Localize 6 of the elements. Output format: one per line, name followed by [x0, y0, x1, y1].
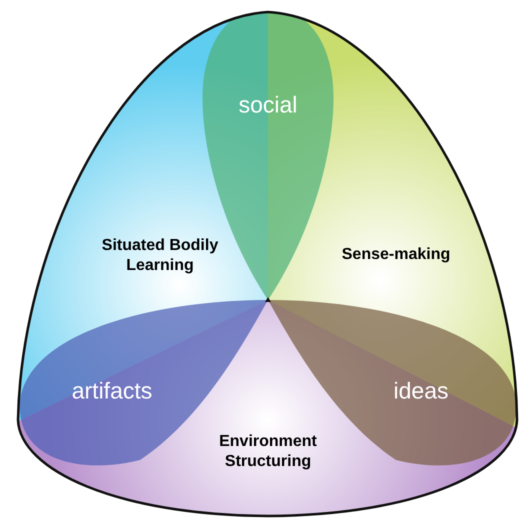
region-label: Environment Structuring — [188, 432, 348, 472]
lobe-label: ideas — [361, 376, 481, 406]
region-label: Sense-making — [311, 245, 481, 265]
region-label: Situated Bodily Learning — [80, 236, 240, 276]
lobe-label: social — [208, 90, 328, 120]
lobe-label: artifacts — [52, 376, 172, 406]
